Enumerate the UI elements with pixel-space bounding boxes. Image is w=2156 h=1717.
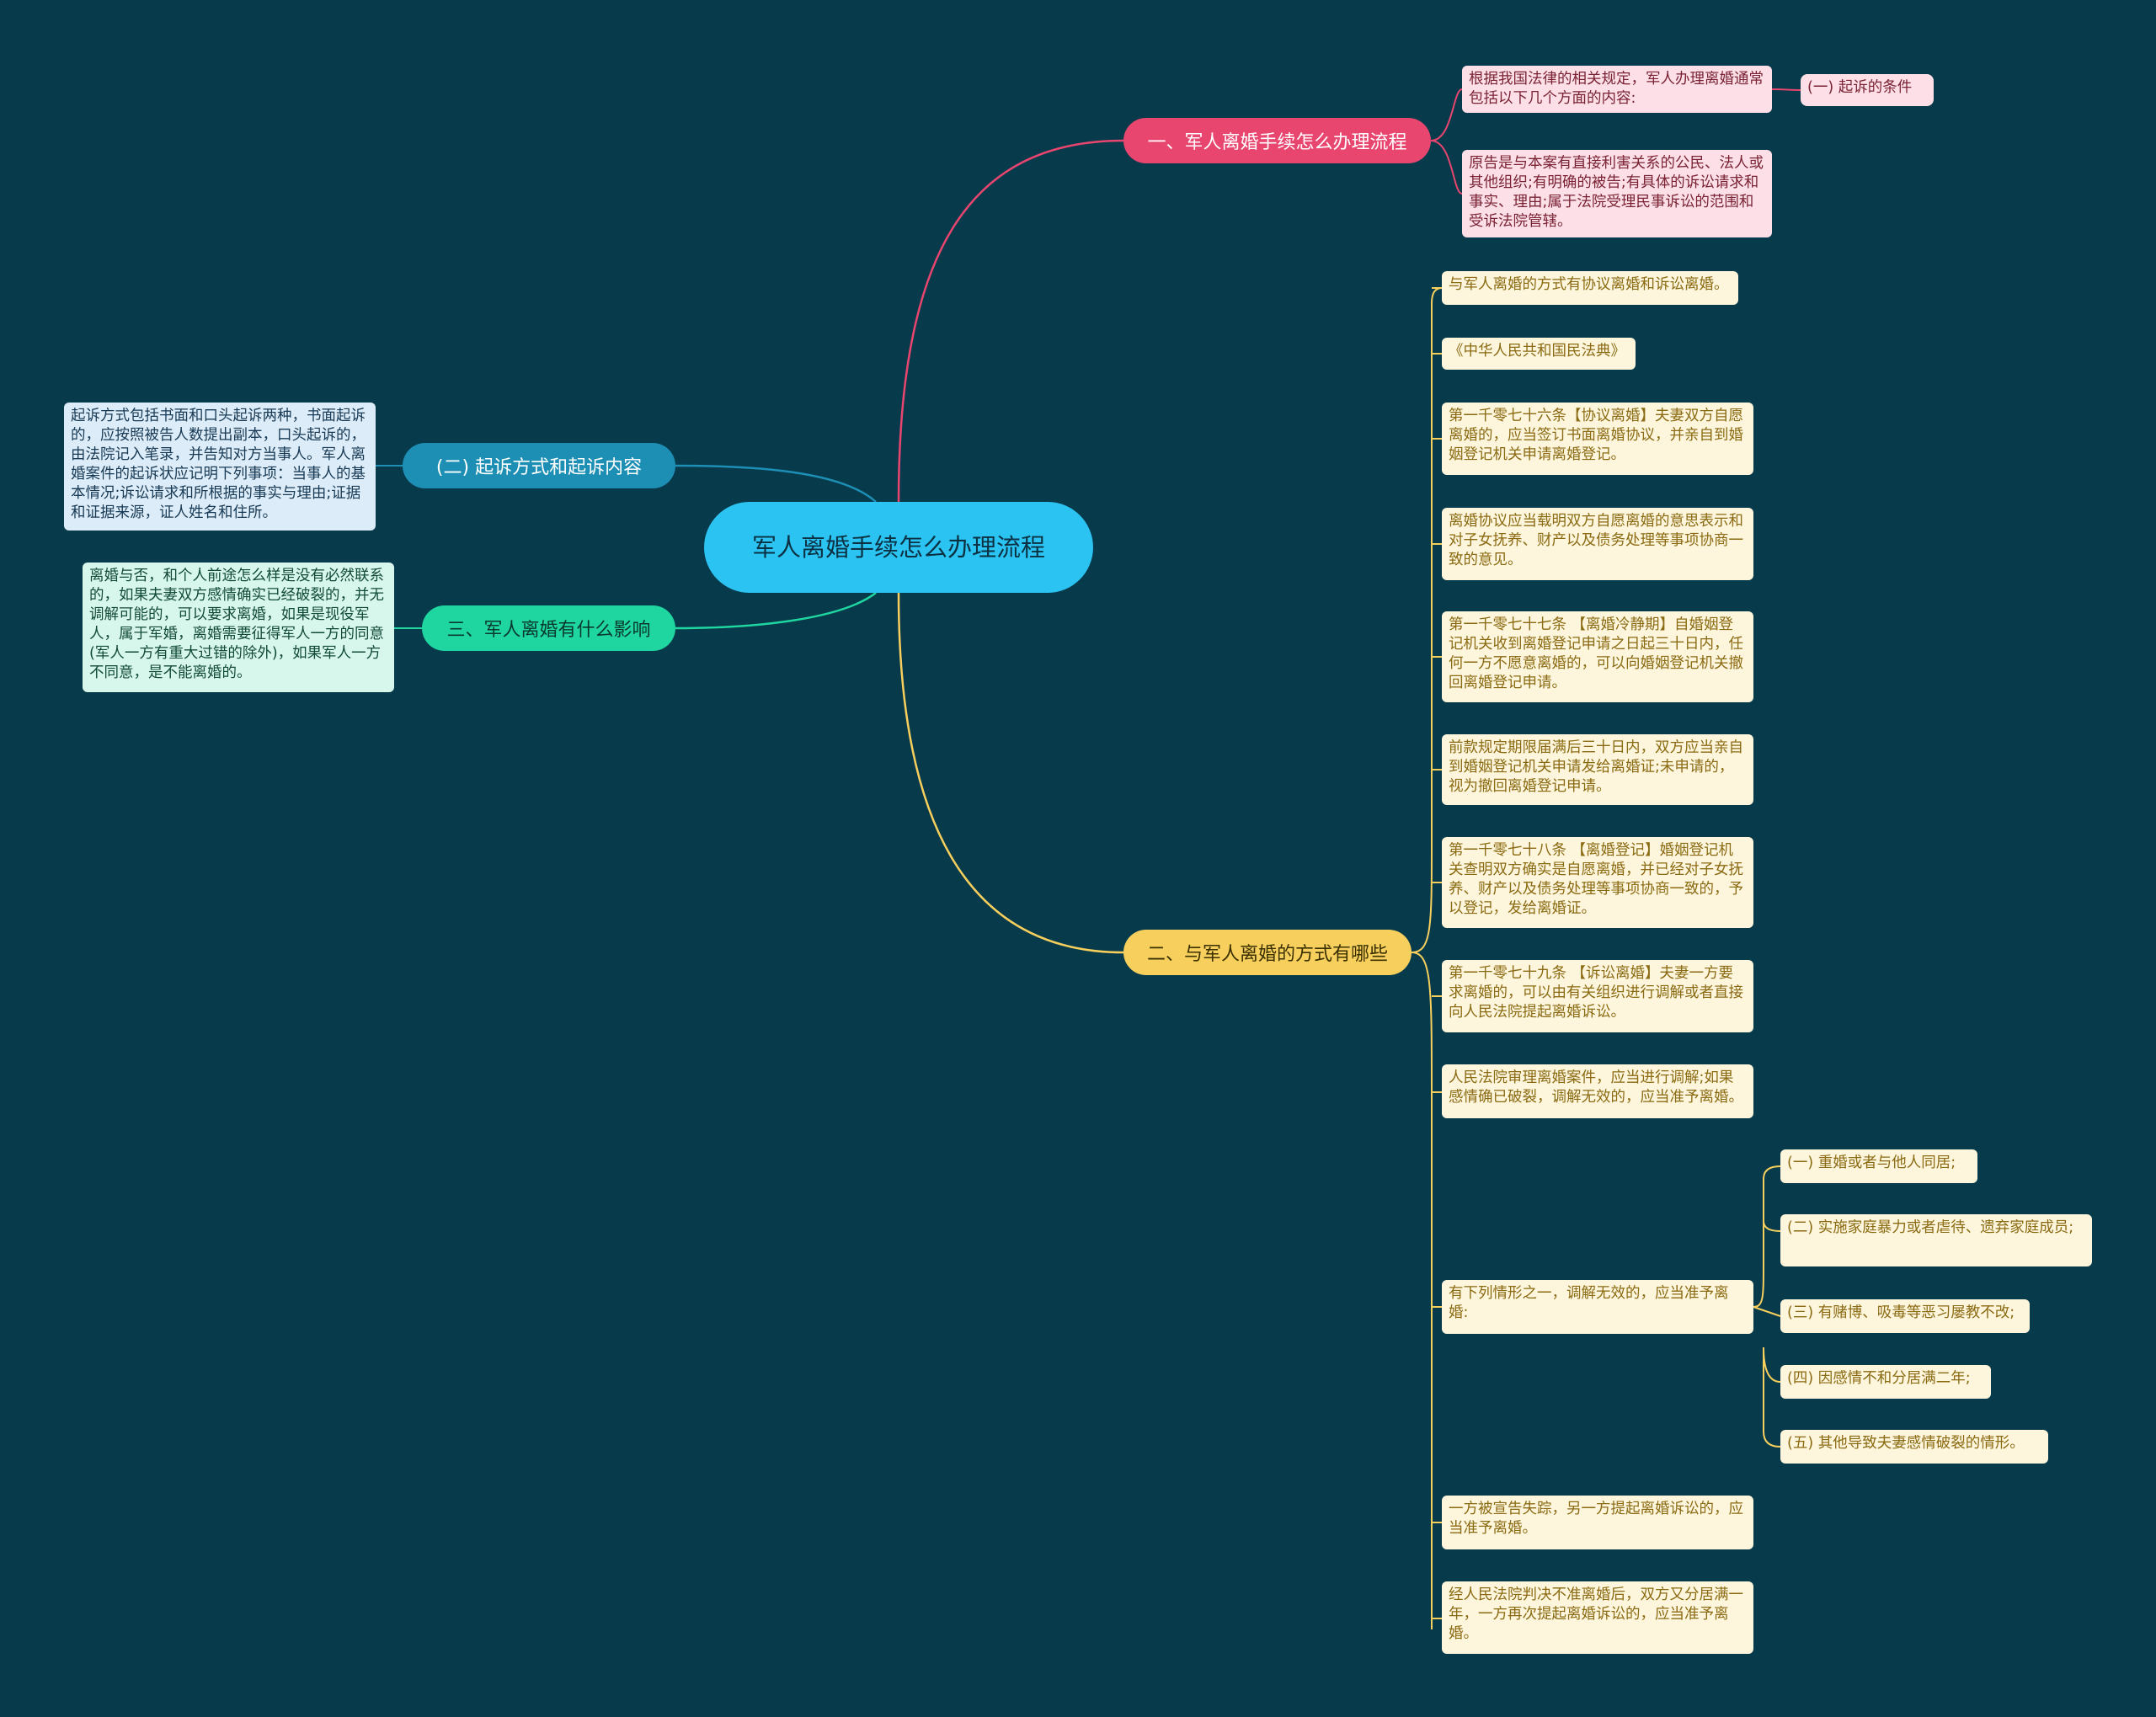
card-method-8-text: 人民法院审理离婚案件，应当进行调解;如果感情确已破裂，调解无效的，应当准予离婚。 xyxy=(1449,1069,1743,1106)
card-plaintiff-text: 原告是与本案有直接利害关系的公民、法人或其他组织;有明确的被告;有具体的诉讼请求… xyxy=(1469,155,1764,230)
branch2-links xyxy=(1411,287,1781,1629)
card-situation-2[interactable]: (三) 有赌博、吸毒等恶习屡教不改; xyxy=(1780,1299,2030,1333)
card-lawsuit-conditions[interactable]: (一) 起诉的条件 xyxy=(1801,74,1934,106)
card-lawsuit-conditions-text: (一) 起诉的条件 xyxy=(1807,79,1913,96)
card-method-9[interactable]: 有下列情形之一，调解无效的，应当准予离婚: xyxy=(1442,1280,1753,1334)
card-legal-intro[interactable]: 根据我国法律的相关规定，军人办理离婚通常包括以下几个方面的内容: xyxy=(1462,66,1772,113)
link-root-branch1 xyxy=(897,139,1124,503)
card-method-3[interactable]: 离婚协议应当载明双方自愿离婚的意思表示和对子女抚养、财产以及债务处理等事项协商一… xyxy=(1442,508,1753,580)
branch-lawsuit-method-label: (二) 起诉方式和起诉内容 xyxy=(435,457,643,478)
link-b1-intro xyxy=(1430,88,1463,141)
card-situation-1-text: (二) 实施家庭暴力或者虐待、遗弃家庭成员; xyxy=(1787,1219,2074,1236)
card-method-4-text: 第一千零七十七条 【离婚冷静期】自婚姻登记机关收到离婚登记申请之日起三十日内，任… xyxy=(1449,616,1743,691)
card-method-5[interactable]: 前款规定期限届满后三十日内，双方应当亲自到婚姻登记机关申请发给离婚证;未申请的，… xyxy=(1442,734,1753,805)
link-root-branch3 xyxy=(675,464,877,503)
card-situation-4[interactable]: (五) 其他导致夫妻感情破裂的情形。 xyxy=(1780,1430,2048,1464)
branch-divorce-methods-label: 二、与军人离婚的方式有哪些 xyxy=(1146,944,1388,965)
card-method-3-text: 离婚协议应当载明双方自愿离婚的意思表示和对子女抚养、财产以及债务处理等事项协商一… xyxy=(1449,513,1743,568)
card-situation-3-text: (四) 因感情不和分居满二年; xyxy=(1787,1370,1971,1387)
root-topic[interactable]: 军人离婚手续怎么办理流程 xyxy=(704,502,1093,593)
branch-divorce-methods[interactable]: 二、与军人离婚的方式有哪些 xyxy=(1123,930,1412,975)
card-method-9-text: 有下列情形之一，调解无效的，应当准予离婚: xyxy=(1449,1285,1729,1321)
card-method-5-text: 前款规定期限届满后三十日内，双方应当亲自到婚姻登记机关申请发给离婚证;未申请的，… xyxy=(1449,739,1743,795)
card-method-2-text: 第一千零七十六条【协议离婚】夫妻双方自愿离婚的，应当签订书面离婚协议，并亲自到婚… xyxy=(1449,408,1743,463)
card-method-11-text: 经人民法院判决不准离婚后，双方又分居满一年，一方再次提起离婚诉讼的，应当准予离婚… xyxy=(1449,1586,1743,1642)
card-method-4[interactable]: 第一千零七十七条 【离婚冷静期】自婚姻登记机关收到离婚登记申请之日起三十日内，任… xyxy=(1442,611,1753,702)
branch-lawsuit-method[interactable]: (二) 起诉方式和起诉内容 xyxy=(403,443,675,488)
card-method-10[interactable]: 一方被宣告失踪，另一方提起离婚诉讼的，应当准予离婚。 xyxy=(1442,1496,1753,1549)
card-method-7[interactable]: 第一千零七十九条 【诉讼离婚】夫妻一方要求离婚的，可以由有关组织进行调解或者直接… xyxy=(1442,960,1753,1032)
card-method-2[interactable]: 第一千零七十六条【协议离婚】夫妻双方自愿离婚的，应当签订书面离婚协议，并亲自到婚… xyxy=(1442,403,1753,475)
card-method-1[interactable]: 《中华人民共和国民法典》 xyxy=(1442,338,1636,370)
card-lawsuit-detail[interactable]: 起诉方式包括书面和口头起诉两种，书面起诉的，应按照被告人数提出副本，口头起诉的，… xyxy=(64,403,376,531)
card-method-6-text: 第一千零七十八条 【离婚登记】婚姻登记机关查明双方确实是自愿离婚，并已经对子女抚… xyxy=(1449,842,1743,917)
card-method-11[interactable]: 经人民法院判决不准离婚后，双方又分居满一年，一方再次提起离婚诉讼的，应当准予离婚… xyxy=(1442,1581,1753,1654)
branch-divorce-impact-label: 三、军人离婚有什么影响 xyxy=(446,620,651,641)
card-method-1-text: 《中华人民共和国民法典》 xyxy=(1449,343,1625,360)
link-b1-plaintiff xyxy=(1430,140,1463,195)
link-intro-condition xyxy=(1771,88,1801,91)
card-method-0-text: 与军人离婚的方式有协议离婚和诉讼离婚。 xyxy=(1449,276,1729,293)
card-impact-detail[interactable]: 离婚与否，和个人前途怎么样是没有必然联系的，如果夫妻双方感情确实已经破裂的，并无… xyxy=(83,563,394,692)
card-situation-4-text: (五) 其他导致夫妻感情破裂的情形。 xyxy=(1787,1435,2025,1452)
card-lawsuit-detail-text: 起诉方式包括书面和口头起诉两种，书面起诉的，应按照被告人数提出副本，口头起诉的，… xyxy=(71,408,366,521)
card-situation-1[interactable]: (二) 实施家庭暴力或者虐待、遗弃家庭成员; xyxy=(1780,1214,2092,1266)
card-method-7-text: 第一千零七十九条 【诉讼离婚】夫妻一方要求离婚的，可以由有关组织进行调解或者直接… xyxy=(1449,965,1743,1021)
card-situation-0-text: (一) 重婚或者与他人同居; xyxy=(1787,1154,1956,1171)
link-root-branch4 xyxy=(675,592,877,630)
card-method-8[interactable]: 人民法院审理离婚案件，应当进行调解;如果感情确已破裂，调解无效的，应当准予离婚。 xyxy=(1442,1064,1753,1118)
card-legal-intro-text: 根据我国法律的相关规定，军人办理离婚通常包括以下几个方面的内容: xyxy=(1469,71,1764,107)
card-method-0[interactable]: 与军人离婚的方式有协议离婚和诉讼离婚。 xyxy=(1442,271,1738,305)
card-method-6[interactable]: 第一千零七十八条 【离婚登记】婚姻登记机关查明双方确实是自愿离婚，并已经对子女抚… xyxy=(1442,837,1753,928)
branch-divorce-impact[interactable]: 三、军人离婚有什么影响 xyxy=(422,605,675,651)
link-root-branch2 xyxy=(897,592,1124,954)
root-topic-label: 军人离婚手续怎么办理流程 xyxy=(751,533,1045,562)
card-plaintiff[interactable]: 原告是与本案有直接利害关系的公民、法人或其他组织;有明确的被告;有具体的诉讼请求… xyxy=(1462,150,1772,237)
card-situation-3[interactable]: (四) 因感情不和分居满二年; xyxy=(1780,1365,1991,1399)
branch-divorce-procedure-label: 一、军人离婚手续怎么办理流程 xyxy=(1147,132,1407,153)
card-situation-2-text: (三) 有赌博、吸毒等恶习屡教不改; xyxy=(1787,1304,2015,1321)
card-impact-detail-text: 离婚与否，和个人前途怎么样是没有必然联系的，如果夫妻双方感情确实已经破裂的，并无… xyxy=(89,568,384,681)
card-situation-0[interactable]: (一) 重婚或者与他人同居; xyxy=(1780,1149,1977,1183)
card-method-10-text: 一方被宣告失踪，另一方提起离婚诉讼的，应当准予离婚。 xyxy=(1449,1501,1743,1537)
branch-divorce-procedure[interactable]: 一、军人离婚手续怎么办理流程 xyxy=(1123,118,1431,163)
